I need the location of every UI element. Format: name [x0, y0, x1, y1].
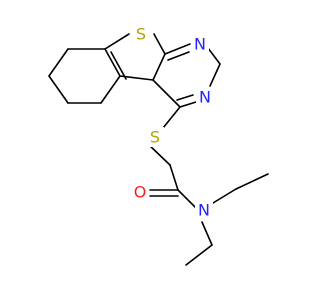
bond — [119, 75, 154, 81]
bond — [207, 47, 221, 65]
atom-label-amide-nitrogen: N — [195, 200, 213, 220]
bond — [104, 33, 130, 50]
bond — [48, 75, 69, 104]
sulfur-atom: S — [150, 128, 160, 147]
nitrogen-atom: N — [198, 201, 210, 220]
atom-label-pyrimidine-n1: N — [191, 34, 209, 54]
bond — [104, 48, 121, 77]
bond — [147, 143, 171, 166]
bond — [152, 79, 181, 108]
bond — [48, 48, 69, 77]
bond — [235, 173, 269, 190]
atom-label-thioether-sulfur: S — [146, 127, 164, 147]
nitrogen-atom: N — [199, 88, 211, 107]
oxygen-atom: O — [134, 183, 147, 202]
bond — [153, 33, 166, 55]
bond — [209, 63, 221, 87]
bond — [162, 106, 181, 129]
bond — [179, 101, 197, 108]
atom-label-pyrimidine-n3: N — [196, 87, 214, 107]
bond — [201, 221, 213, 246]
bond — [167, 51, 190, 61]
bond — [212, 188, 237, 204]
sulfur-atom: S — [136, 25, 146, 44]
bond — [169, 164, 179, 191]
bond — [164, 43, 191, 55]
bond — [177, 189, 199, 211]
nitrogen-atom: N — [194, 35, 206, 54]
bond — [152, 53, 166, 81]
bond — [100, 75, 121, 104]
structure-svg: S N N S O N — [48, 24, 269, 266]
bond — [110, 51, 127, 80]
bond — [185, 244, 213, 266]
molecule-diagram: S N N S O N — [48, 24, 269, 266]
atom-label-carbonyl-oxygen: O — [131, 182, 149, 202]
bond — [176, 94, 194, 101]
atom-label-thiophene-sulfur: S — [133, 24, 151, 44]
